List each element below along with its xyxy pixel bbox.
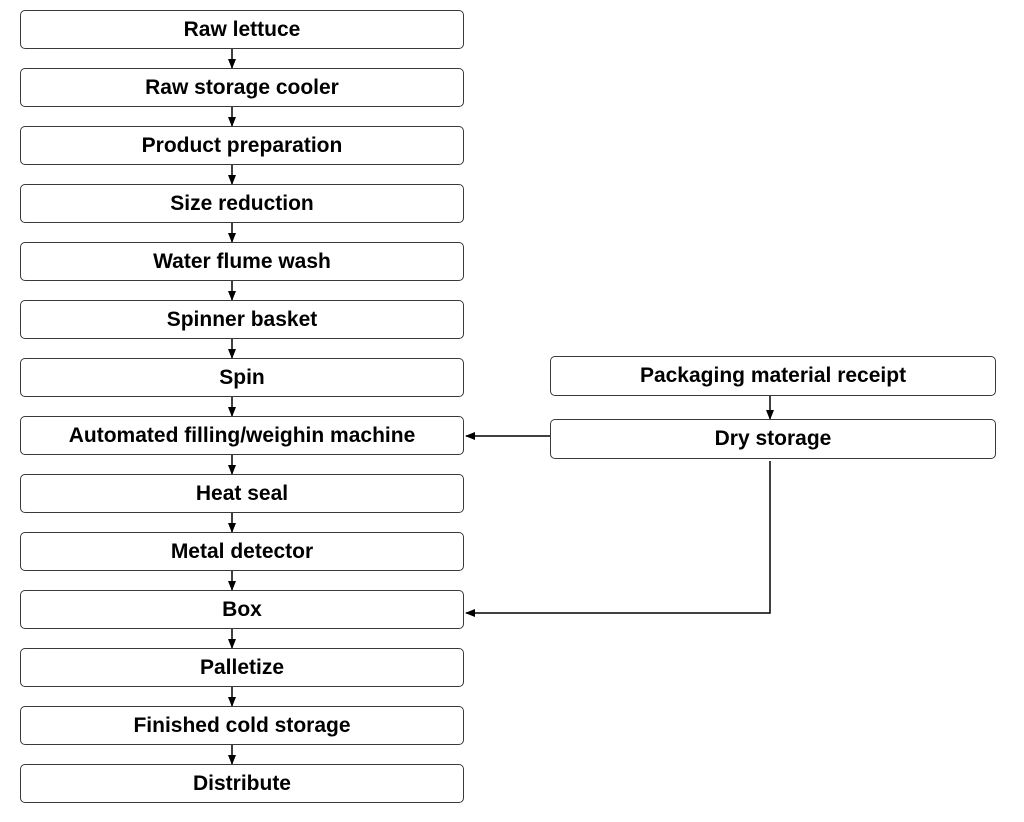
side-step-box: Dry storage: [550, 419, 996, 459]
step-box: Finished cold storage: [20, 706, 464, 745]
step-box: Palletize: [20, 648, 464, 687]
step-box: Raw storage cooler: [20, 68, 464, 107]
step-box: Automated filling/weighin machine: [20, 416, 464, 455]
step-box: Box: [20, 590, 464, 629]
side-step-box: Packaging material receipt: [550, 356, 996, 396]
step-box: Spinner basket: [20, 300, 464, 339]
step-box: Heat seal: [20, 474, 464, 513]
step-box: Raw lettuce: [20, 10, 464, 49]
connector-arrow: [465, 461, 771, 617]
step-box: Size reduction: [20, 184, 464, 223]
step-box: Distribute: [20, 764, 464, 803]
step-box: Metal detector: [20, 532, 464, 571]
step-box: Spin: [20, 358, 464, 397]
step-box: Water flume wash: [20, 242, 464, 281]
step-box: Product preparation: [20, 126, 464, 165]
